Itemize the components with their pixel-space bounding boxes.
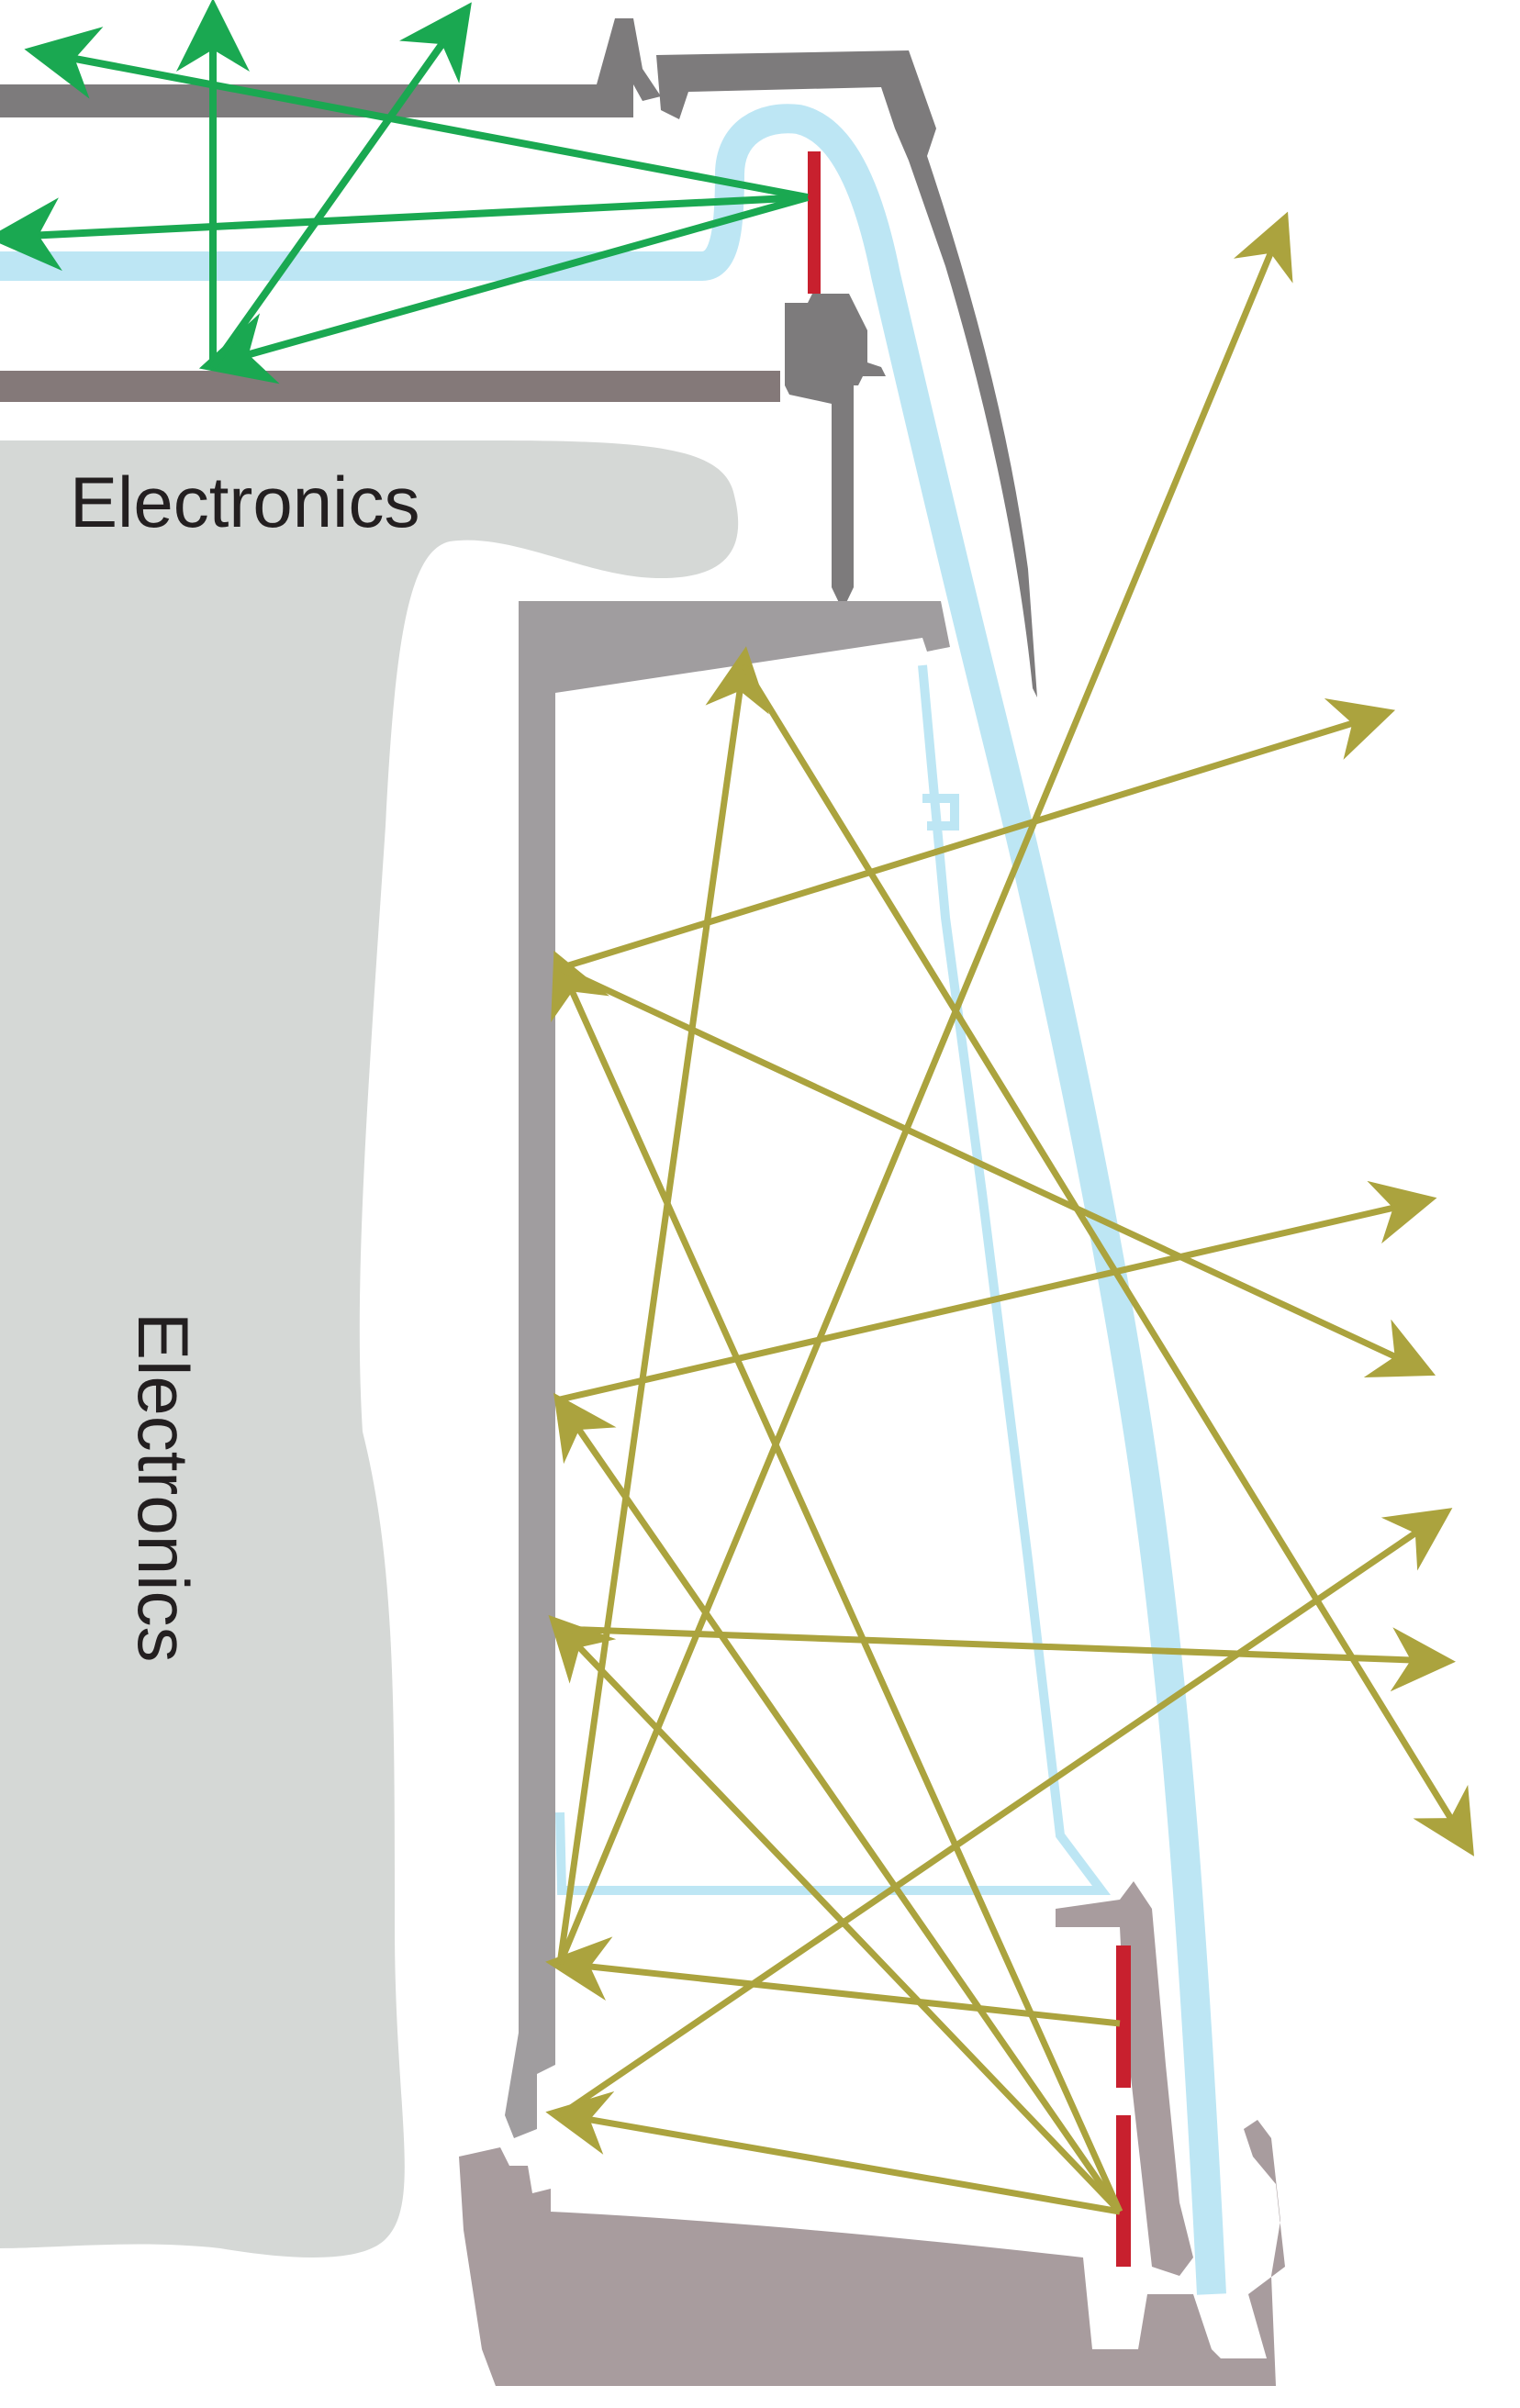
electronics-label-top: Electronics xyxy=(70,462,420,542)
electronics-label-side: Electronics xyxy=(123,1312,204,1663)
side-frame xyxy=(505,601,950,2138)
olive-rays xyxy=(545,211,1474,2215)
green-ray-2 xyxy=(0,194,809,272)
lightguide xyxy=(0,104,1226,2295)
olive-ray-13 xyxy=(559,1625,1456,1692)
green-ray-3 xyxy=(198,194,810,385)
olive-ray-2 xyxy=(545,1936,1121,2027)
top-bezel xyxy=(656,50,1037,697)
lower-top-bar xyxy=(0,371,780,402)
inner-lightguide-outline xyxy=(555,664,1111,1895)
led-strip-bottom-lower xyxy=(1116,2115,1131,2267)
led-strip-top xyxy=(808,151,821,294)
connector-block xyxy=(785,294,886,610)
olive-ray-9 xyxy=(741,663,1474,1856)
olive-ray-10 xyxy=(558,698,1396,972)
olive-ray-1 xyxy=(545,2090,1121,2215)
olive-ray-8 xyxy=(556,211,1293,1966)
right-wall xyxy=(1056,1881,1193,2276)
olive-ray-12 xyxy=(559,1180,1437,1403)
olive-ray-4 xyxy=(553,1392,1123,2213)
inner-lightguide-step xyxy=(922,794,959,831)
green-rays xyxy=(0,0,810,385)
top-housing-bar xyxy=(0,18,661,117)
green-ray-5 xyxy=(209,2,472,370)
olive-ray-11 xyxy=(558,964,1436,1378)
olive-ray-5 xyxy=(551,950,1123,2213)
led-strip-bottom-upper xyxy=(1116,1945,1131,2088)
olive-ray-7 xyxy=(556,646,769,1965)
olive-ray-6 xyxy=(558,1508,1453,2118)
base-profile xyxy=(459,2120,1285,2386)
green-ray-1 xyxy=(24,27,809,201)
electronics-region xyxy=(0,440,739,2258)
